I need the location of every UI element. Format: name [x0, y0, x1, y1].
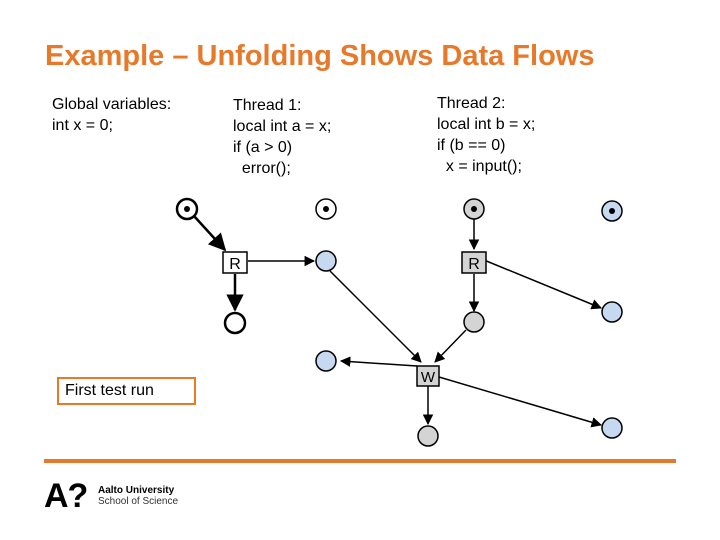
slide-title: Example – Unfolding Shows Data Flows — [45, 40, 595, 72]
edge-start2-to-write — [329, 270, 422, 363]
global-variables-code: Global variables: int x = 0; — [52, 96, 172, 134]
thread2-start-node — [463, 198, 485, 220]
thread1-second-start-node — [315, 198, 337, 220]
first-test-run-label: First test run — [57, 377, 196, 405]
thread1-after-read-node — [315, 250, 337, 272]
aalto-logo-text: Aalto University School of Science — [98, 485, 178, 507]
read-event-thread1-label: R — [229, 256, 241, 273]
final-branch-node — [601, 417, 623, 439]
write-event: W — [416, 365, 440, 387]
thread2-after-read-node — [463, 311, 485, 333]
edge-write-to-node4 — [339, 356, 418, 367]
write-event-label: W — [421, 369, 436, 386]
edge-start1-to-read1 — [193, 215, 227, 252]
thread1-end-node — [223, 311, 247, 335]
edge-start4-to-node3 — [483, 259, 602, 310]
after-write-node — [417, 425, 439, 447]
read-event-thread1: R — [222, 251, 248, 274]
thread1-start-node — [175, 197, 199, 221]
aalto-logo-icon: A? — [44, 477, 88, 515]
thread2-second-start-node — [601, 200, 623, 222]
read-event-thread2-label: R — [468, 256, 480, 273]
edge-write-to-node6 — [438, 376, 603, 428]
logo-school-name: School of Science — [98, 496, 179, 507]
edge-node2-to-write — [434, 329, 467, 363]
footer-divider — [44, 459, 676, 463]
thread2-code: Thread 2: local int b = x; if (b == 0) x… — [437, 95, 536, 175]
thread2-branch-node — [601, 301, 623, 323]
thread1-code: Thread 1: local int a = x; if (a > 0) er… — [233, 97, 332, 177]
logo-university-name: Aalto University — [98, 485, 175, 496]
read-event-thread2: R — [461, 251, 487, 274]
write-target-node — [315, 350, 337, 372]
